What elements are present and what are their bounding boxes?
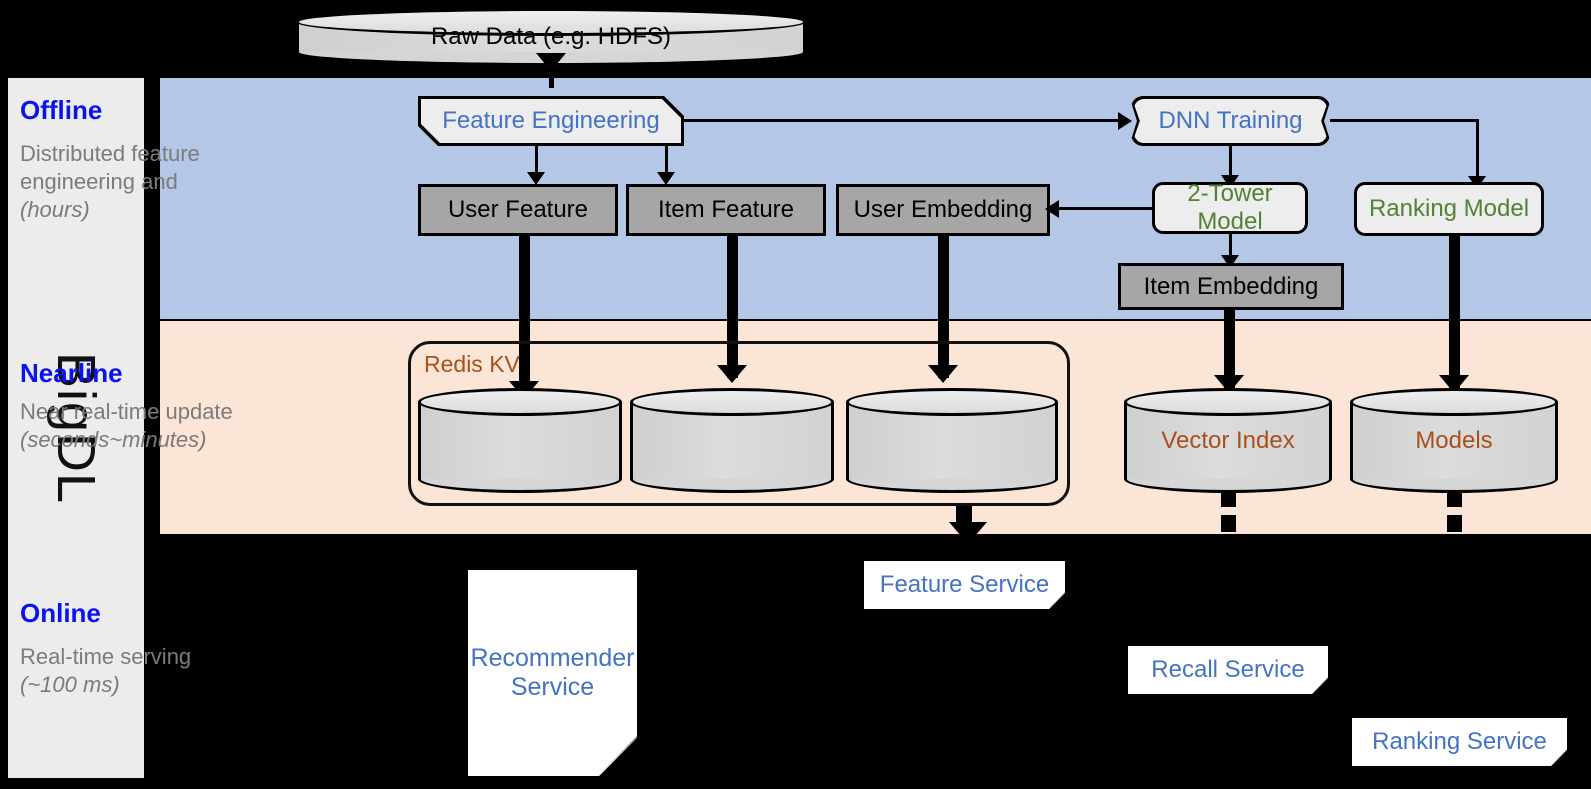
store-models[interactable]: Models bbox=[1350, 388, 1558, 493]
dash-vectorindex-recall-2 bbox=[1221, 515, 1236, 532]
node-user-embedding[interactable]: User Embedding bbox=[836, 184, 1050, 236]
raw-data-label: Raw Data (e.g. HDFS) bbox=[430, 23, 672, 50]
pipe-itemembedding-vectorindex bbox=[1224, 310, 1235, 388]
dash-models-ranking-1 bbox=[1447, 490, 1462, 507]
arrowhead-fe-itemfeature bbox=[657, 172, 675, 185]
item-feature-label: Item Feature bbox=[657, 196, 795, 223]
dash-vectorindex-recall-1 bbox=[1221, 490, 1236, 507]
cylinder-top bbox=[418, 388, 622, 416]
dash-redis-featureservice bbox=[956, 506, 972, 522]
node-item-feature[interactable]: Item Feature bbox=[626, 184, 826, 236]
connector-fe-dnn bbox=[684, 119, 1124, 122]
store-user-feature[interactable] bbox=[418, 388, 622, 493]
store-user-embedding[interactable] bbox=[846, 388, 1058, 493]
store-item-feature-label bbox=[630, 388, 834, 493]
redis-kv-label: Redis KV bbox=[424, 351, 520, 377]
arrowhead-redis-featureservice bbox=[949, 522, 987, 544]
cylinder-top bbox=[846, 388, 1058, 416]
brand-label: BigDL bbox=[46, 351, 106, 505]
node-ranking-model[interactable]: Ranking Model bbox=[1354, 182, 1544, 236]
connector-fe-itemfeature bbox=[665, 146, 668, 175]
group-redis-kv bbox=[408, 341, 1070, 506]
store-item-feature[interactable] bbox=[630, 388, 834, 493]
node-2-tower-model[interactable]: 2-Tower Model bbox=[1152, 180, 1308, 235]
recall-service-label: Recall Service bbox=[1151, 656, 1305, 683]
pipe-rankingmodel-models bbox=[1449, 236, 1460, 388]
arrowhead-userembedding-store bbox=[928, 365, 958, 383]
arrowhead-fe-dnn bbox=[1118, 112, 1132, 130]
arrowhead-2tower-userembedding bbox=[1045, 200, 1059, 218]
dnn-training-label: DNN Training bbox=[1134, 99, 1327, 143]
connector-dnn-ranking-v bbox=[1476, 119, 1479, 179]
store-user-feature-label bbox=[418, 388, 622, 493]
band-title-nearline: Nearline bbox=[20, 358, 123, 388]
brand-rail: BigDL bbox=[8, 78, 144, 778]
connector-2tower-itemembedding bbox=[1229, 234, 1232, 258]
connector-2tower-userembedding bbox=[1052, 207, 1154, 210]
ranking-model-label: Ranking Model bbox=[1368, 195, 1530, 222]
band-subtitle-offline: Distributed feature engineering and (hou… bbox=[20, 141, 200, 223]
item-embedding-label: Item Embedding bbox=[1143, 272, 1319, 300]
arrowhead-rawdata-fe bbox=[536, 53, 566, 71]
dash-models-ranking-2 bbox=[1447, 515, 1462, 532]
node-dnn-training[interactable]: DNN Training bbox=[1131, 96, 1330, 146]
node-user-feature[interactable]: User Feature bbox=[418, 184, 618, 236]
service-feature[interactable]: Feature Service bbox=[864, 561, 1065, 609]
cylinder-body bbox=[1124, 402, 1332, 479]
arrowhead-itemfeature-store bbox=[717, 365, 747, 383]
vector-index-label: Vector Index bbox=[1161, 426, 1295, 454]
service-recommender[interactable]: Recommender Service bbox=[468, 570, 637, 776]
node-feature-engineering[interactable]: Feature Engineering bbox=[418, 96, 684, 146]
cylinder-top bbox=[630, 388, 834, 416]
cylinder-top bbox=[1350, 388, 1558, 416]
band-title-offline: Offline bbox=[20, 95, 103, 125]
recommender-service-label: Recommender Service bbox=[470, 644, 635, 701]
band-subtitle-nearline: Near real-time update (seconds~minutes) bbox=[20, 399, 233, 453]
feature-service-label: Feature Service bbox=[879, 571, 1050, 598]
connector-rawdata-fe bbox=[549, 66, 554, 88]
user-feature-label: User Feature bbox=[447, 196, 589, 223]
store-vector-index[interactable]: Vector Index bbox=[1124, 388, 1332, 493]
raw-data-cylinder: Raw Data (e.g. HDFS) bbox=[296, 8, 806, 66]
connector-dnn-ranking-h bbox=[1330, 119, 1479, 122]
two-tower-model-label: 2-Tower Model bbox=[1187, 180, 1273, 235]
service-recall[interactable]: Recall Service bbox=[1128, 646, 1328, 694]
feature-engineering-label: Feature Engineering bbox=[421, 99, 681, 143]
pipe-userfeature-store bbox=[519, 236, 530, 394]
band-title-online: Online bbox=[20, 598, 101, 628]
cylinder-top bbox=[1124, 388, 1332, 416]
store-user-embedding-label bbox=[846, 388, 1058, 493]
models-label: Models bbox=[1415, 426, 1493, 454]
service-ranking[interactable]: Ranking Service bbox=[1352, 718, 1567, 766]
node-item-embedding[interactable]: Item Embedding bbox=[1118, 263, 1344, 310]
cylinder-top bbox=[296, 8, 806, 36]
ranking-service-label: Ranking Service bbox=[1372, 728, 1547, 755]
arrowhead-fe-userfeature bbox=[527, 172, 545, 185]
connector-fe-userfeature bbox=[535, 146, 538, 175]
user-embedding-label: User Embedding bbox=[853, 196, 1033, 223]
pipe-userembedding-store bbox=[938, 236, 949, 378]
band-subtitle-online: Real-time serving (~100 ms) bbox=[20, 644, 192, 698]
pipe-itemfeature-store bbox=[727, 236, 738, 378]
connector-dnn-2tower bbox=[1229, 146, 1232, 178]
